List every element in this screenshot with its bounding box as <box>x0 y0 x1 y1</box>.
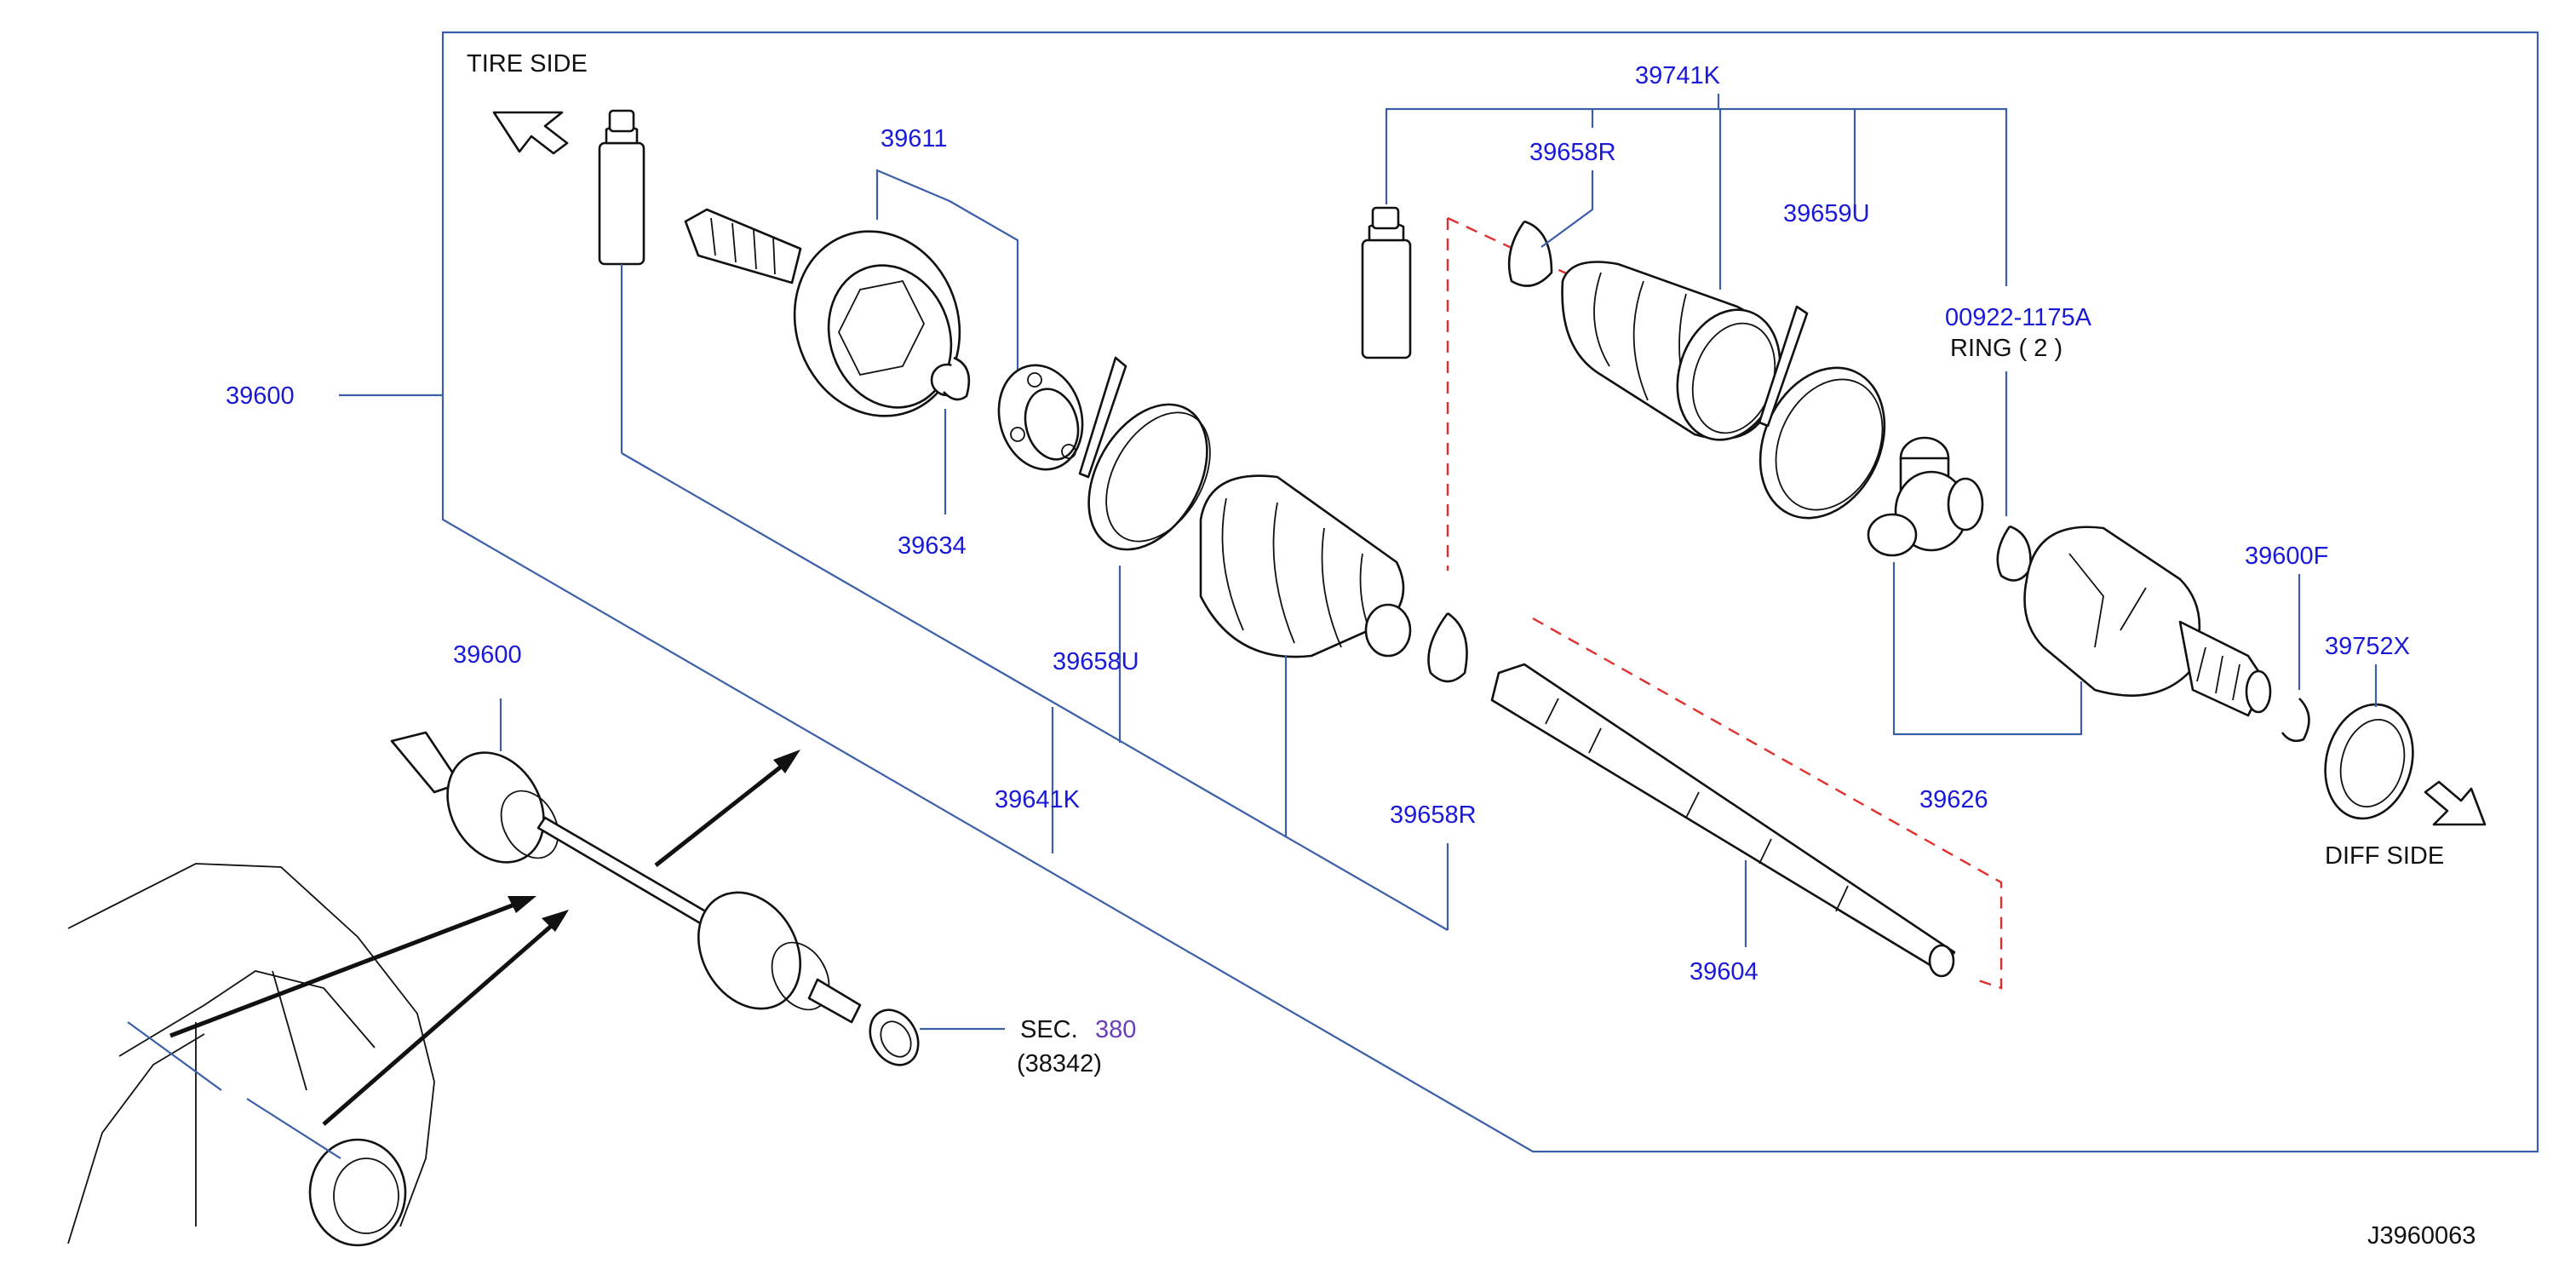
callout-39611: 39611 <box>881 125 948 152</box>
boot-band-small-outer <box>1427 612 1468 683</box>
grease-tube-outer <box>598 109 645 266</box>
oil-seal <box>2324 703 2414 820</box>
callout-39658R-inner: 39658R <box>1529 139 1616 166</box>
diagram-id: J3960063 <box>2367 1222 2476 1250</box>
outer-cv-joint <box>684 208 964 417</box>
grease-tube-inner <box>1361 206 1412 359</box>
callout-39752X: 39752X <box>2325 633 2410 660</box>
outer-boot <box>1199 474 1412 658</box>
assembly-frame <box>441 31 2539 1153</box>
boot-band-small-inner <box>1507 220 1553 287</box>
tire-side-arrow-icon <box>492 111 569 155</box>
callout-00922-1175A: 00922-1175A <box>1945 304 2092 331</box>
tire-side-label: TIRE SIDE <box>467 50 588 78</box>
boot-band-outer <box>1078 356 1211 551</box>
outer-joint-inner-race <box>997 364 1084 471</box>
diff-side-label: DIFF SIDE <box>2325 842 2444 870</box>
boot-band-inner <box>1758 305 1886 520</box>
callout-39600F: 39600F <box>2245 543 2328 570</box>
snap-ring-inner <box>1996 525 2032 582</box>
callout-39741K: 39741K <box>1635 62 1721 89</box>
section-ref-number: 380 <box>1095 1016 1136 1043</box>
section-ref-sub: (38342) <box>1017 1050 1102 1077</box>
callout-39659U: 39659U <box>1783 200 1870 227</box>
circlip-diff <box>2281 698 2310 743</box>
callout-39634: 39634 <box>898 532 967 560</box>
tripod-spider <box>1867 436 1984 557</box>
callout-39641K: 39641K <box>995 786 1081 813</box>
inner-joint-housing <box>2023 526 2272 717</box>
arrow-head-icon <box>773 750 800 773</box>
callout-39600: 39600 <box>226 382 295 410</box>
section-ref-prefix: SEC. <box>1020 1016 1078 1043</box>
callout-39600-inset: 39600 <box>453 641 522 669</box>
callout-39658U: 39658U <box>1053 648 1139 675</box>
callout-39604: 39604 <box>1690 958 1758 985</box>
ring-qty-label: RING ( 2 ) <box>1950 335 2063 362</box>
drive-shaft <box>1490 663 1956 978</box>
inset-drive-shaft <box>390 731 920 1066</box>
circlip-outer <box>943 356 971 401</box>
callout-39658R-outer: 39658R <box>1390 801 1477 829</box>
diff-side-arrow-icon <box>2424 780 2487 826</box>
callout-39626: 39626 <box>1919 786 1988 813</box>
inner-boot <box>1561 261 1781 441</box>
vehicle-outline <box>67 863 435 1247</box>
